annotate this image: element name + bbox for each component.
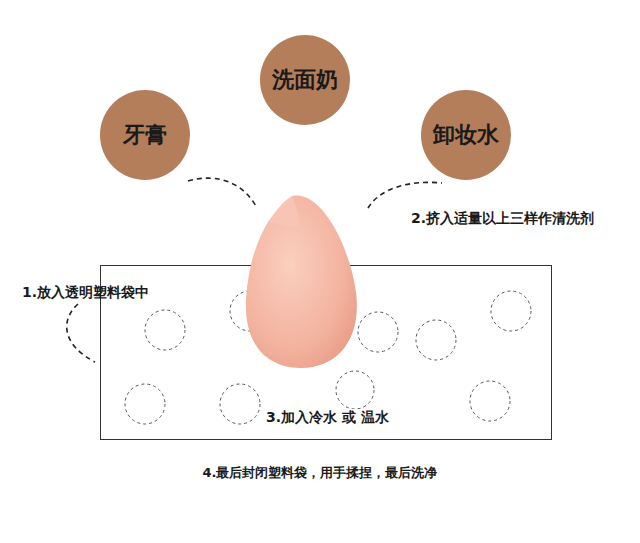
leader-lines: [67, 178, 442, 362]
step-note: 1.放入透明塑料袋中: [22, 284, 149, 302]
hole-mark: [145, 310, 185, 350]
ingredient-name: 洗面奶: [272, 65, 338, 95]
leader-line: [188, 178, 257, 208]
hole-mark: [336, 371, 374, 409]
ingredient-name: 牙膏: [123, 120, 167, 150]
hole-mark: [358, 312, 398, 352]
ingredient-circle: 洗面奶: [260, 35, 350, 125]
hole-mark: [230, 291, 270, 331]
step-note: 2.挤入适量以上三样作清洗剂: [411, 210, 594, 228]
makeup-sponge: [246, 196, 357, 368]
sponge-bevel: [268, 196, 300, 228]
hole-mark: [491, 291, 531, 331]
leader-line: [67, 304, 95, 362]
ingredient-circle: 牙膏: [100, 90, 190, 180]
ingredient-circle: 卸妆水: [421, 90, 511, 180]
plastic-bag-box: 3.加入冷水 或 温水: [100, 265, 552, 440]
hole-mark: [470, 381, 510, 421]
hole-mark: [125, 384, 165, 424]
ingredient-name: 卸妆水: [433, 120, 499, 150]
hole-mark: [220, 384, 260, 424]
hole-marks: [125, 291, 531, 424]
leader-line: [368, 182, 442, 208]
hole-mark: [416, 320, 456, 360]
step-text: 3.加入冷水 或 温水: [264, 409, 391, 427]
final-step-note: 4.最后封闭塑料袋，用手揉捏，最后洗净: [203, 464, 438, 482]
